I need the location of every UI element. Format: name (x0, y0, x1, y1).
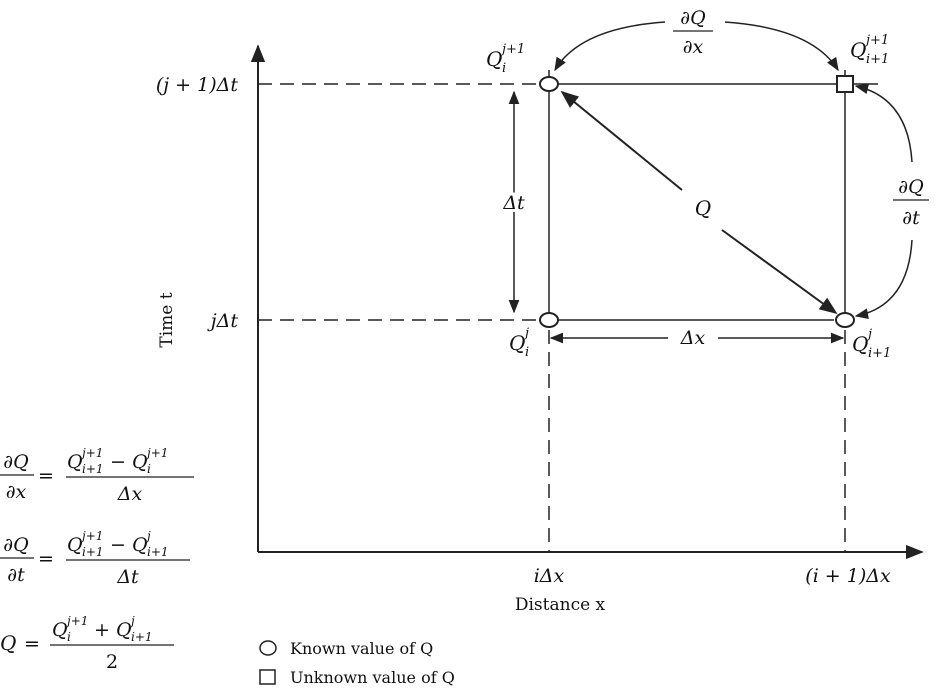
dq-dx-fraction: ∂Q ∂x (673, 7, 713, 58)
svg-text:Q: Q (52, 619, 68, 641)
q-diagonal-down (721, 229, 838, 315)
svg-text:Δx: Δx (117, 483, 143, 505)
svg-text:j+1: j+1 (863, 33, 889, 48)
svg-text:−: − (110, 451, 126, 473)
svg-text:i+1: i+1 (82, 545, 104, 559)
svg-text:i+1: i+1 (866, 52, 889, 67)
q-diagonal-up (560, 90, 683, 191)
label-q-i1-j1: Q j+1 i+1 (850, 33, 889, 67)
svg-text:j+1: j+1 (144, 446, 168, 460)
label-q-i-j: Q j i (509, 326, 529, 360)
svg-text:j+1: j+1 (79, 529, 103, 543)
x-axis-title: Distance x (515, 595, 606, 615)
svg-text:∂x: ∂x (683, 36, 704, 58)
unknown-node-i1-j1 (836, 75, 854, 93)
svg-text:j: j (144, 529, 151, 543)
y-tick-j1: (j + 1)Δt (156, 74, 239, 96)
dq-dt-curve-top (854, 83, 913, 163)
svg-text:=: = (38, 548, 54, 570)
delta-x-label: Δx (680, 327, 706, 349)
x-tick-i1: (i + 1)Δx (805, 565, 891, 587)
svg-text:∂Q: ∂Q (3, 534, 28, 556)
svg-text:Q: Q (0, 631, 16, 655)
svg-text:i+1: i+1 (131, 630, 153, 644)
dq-dt-fraction: ∂Q ∂t (893, 176, 929, 229)
svg-text:=: = (24, 633, 40, 655)
svg-text:∂Q: ∂Q (680, 7, 705, 29)
svg-text:+: + (94, 619, 110, 641)
svg-text:j: j (522, 326, 529, 341)
svg-text:∂Q: ∂Q (898, 176, 923, 198)
dq-dt-curve-bottom (854, 239, 913, 320)
svg-text:i: i (67, 630, 71, 644)
known-node-i-j1 (539, 76, 559, 92)
y-axis-title: Time t (157, 292, 177, 347)
svg-text:∂t: ∂t (902, 207, 920, 229)
svg-text:∂Q: ∂Q (3, 451, 28, 473)
svg-text:j+1: j+1 (499, 42, 525, 57)
svg-text:i: i (502, 61, 506, 76)
svg-text:j: j (865, 327, 872, 342)
svg-text:i+1: i+1 (868, 346, 891, 361)
label-q-i1-j: Q j i+1 (852, 327, 891, 361)
equation-dq-dx: ∂Q ∂x = Q j+1 i+1 − Q j+1 i Δx (0, 446, 194, 505)
known-node-i-j (539, 312, 559, 328)
svg-text:i: i (525, 345, 529, 360)
svg-text:Δt: Δt (116, 566, 139, 588)
svg-text:Q: Q (509, 331, 525, 355)
svg-text:∂t: ∂t (7, 564, 25, 586)
svg-text:i: i (147, 462, 151, 476)
known-node-i1-j (835, 312, 855, 328)
svg-text:i+1: i+1 (82, 462, 104, 476)
q-diagonal-label: Q (695, 196, 711, 220)
svg-text:Q: Q (67, 534, 83, 556)
svg-text:i+1: i+1 (147, 545, 169, 559)
x-tick-i: iΔx (534, 565, 565, 587)
equation-q-average: Q = Q j+1 i + Q j i+1 2 (0, 614, 174, 673)
equation-dq-dt: ∂Q ∂t = Q j+1 i+1 − Q j i+1 Δt (0, 529, 190, 588)
svg-text:Q: Q (850, 38, 866, 62)
svg-text:Q: Q (67, 451, 83, 473)
svg-text:2: 2 (106, 651, 118, 673)
legend-known-label: Known value of Q (290, 639, 433, 658)
legend: Known value of Q Unknown value of Q (259, 639, 455, 687)
dq-dx-curve-left (554, 21, 666, 72)
svg-text:j+1: j+1 (79, 446, 103, 460)
delta-t-label: Δt (502, 192, 525, 214)
svg-text:Q: Q (486, 47, 502, 71)
legend-unknown-icon (259, 669, 276, 685)
svg-text:Q: Q (852, 332, 868, 356)
y-tick-j: jΔt (207, 310, 239, 332)
svg-text:−: − (110, 534, 126, 556)
dq-dx-curve-right (724, 21, 839, 72)
label-q-i-j1: Q j+1 i (486, 42, 525, 76)
svg-text:j: j (128, 614, 135, 628)
svg-text:Q: Q (132, 534, 148, 556)
svg-text:j+1: j+1 (64, 614, 88, 628)
legend-known-icon (259, 640, 277, 656)
legend-unknown-label: Unknown value of Q (290, 668, 455, 687)
svg-text:=: = (38, 465, 54, 487)
svg-text:Q: Q (116, 619, 132, 641)
svg-text:∂x: ∂x (6, 481, 27, 503)
svg-text:Q: Q (132, 451, 148, 473)
